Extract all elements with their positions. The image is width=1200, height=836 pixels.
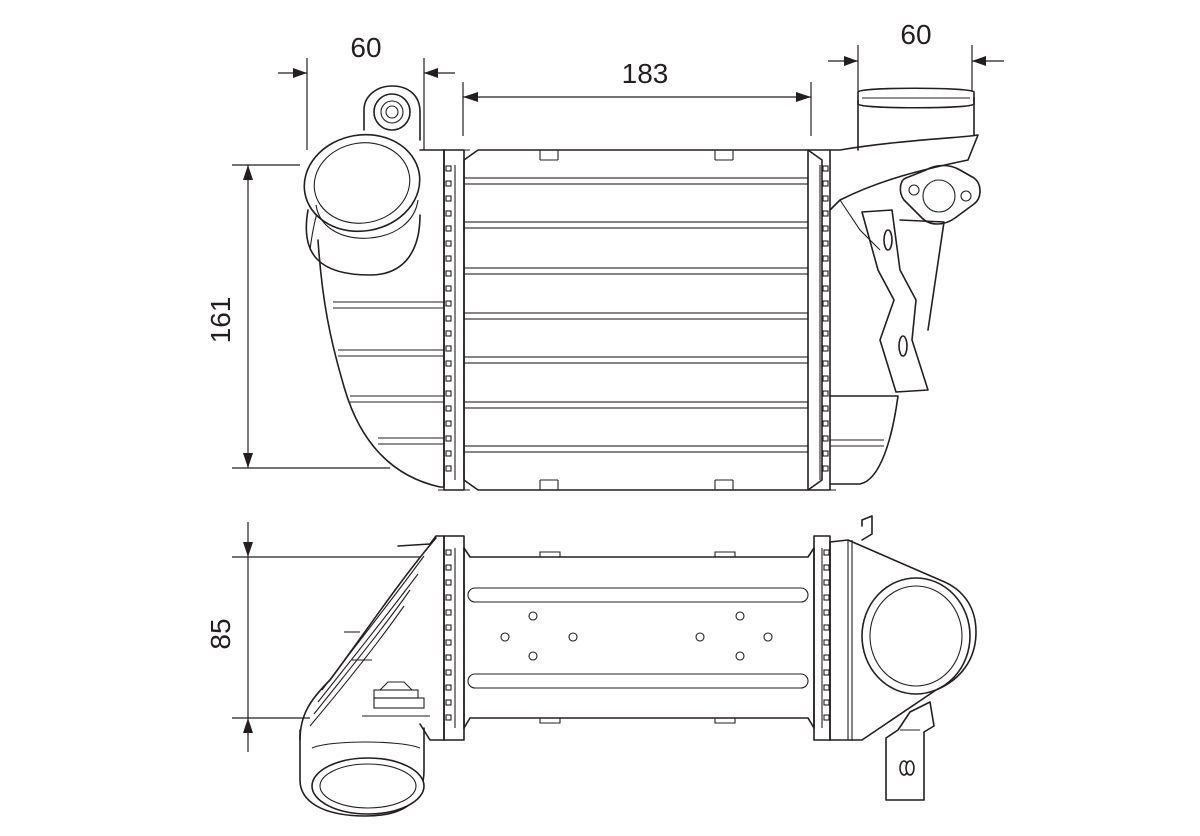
plate-notch <box>822 405 829 412</box>
plate-notch <box>823 714 830 721</box>
plate-notch <box>445 225 452 232</box>
plate-notch <box>445 714 452 721</box>
dimension-label-height: 161 <box>205 297 236 344</box>
right-outlet-tank <box>829 134 979 485</box>
left-inlet-tank <box>309 149 445 488</box>
side-plate-notches <box>445 165 830 721</box>
plate-notch <box>445 435 452 442</box>
dimension-top-right-60: 60 <box>828 19 1004 92</box>
plate-notch <box>445 330 452 337</box>
right-mounting-bracket <box>861 209 945 393</box>
plate-notch <box>445 609 452 616</box>
plate-notch <box>822 240 829 247</box>
plate-notch <box>445 375 452 382</box>
dimension-label-core: 183 <box>622 58 669 89</box>
plate-notch <box>822 375 829 382</box>
plate-notch <box>823 609 830 616</box>
dimension-height-161: 161 <box>205 164 390 469</box>
plate-notch <box>445 300 452 307</box>
plate-notch <box>445 405 452 412</box>
plate-notch <box>445 639 452 646</box>
outlet-flange <box>899 164 981 225</box>
plate-notch <box>445 684 452 691</box>
dimension-label-top-left: 60 <box>350 32 381 63</box>
plate-notch <box>445 549 452 556</box>
dimension-label-depth: 85 <box>205 618 236 649</box>
plate-notch <box>445 165 452 172</box>
plate-notch <box>445 420 452 427</box>
plate-notch <box>822 360 829 367</box>
plate-notch <box>822 435 829 442</box>
plate-notch <box>445 390 452 397</box>
plate-notch <box>445 195 452 202</box>
plate-notch <box>823 699 830 706</box>
left-side-plate <box>438 149 470 491</box>
plate-notch <box>822 270 829 277</box>
plate-notch <box>822 195 829 202</box>
left-mounting-boss <box>363 85 421 141</box>
plate-notch <box>445 285 452 292</box>
plate-notch <box>823 639 830 646</box>
plate-notch <box>823 579 830 586</box>
bottom-view <box>299 515 977 817</box>
plate-notch <box>822 180 829 187</box>
plate-notch <box>822 345 829 352</box>
dimension-top-left-60: 60 <box>278 32 455 150</box>
dimension-label-top-right: 60 <box>900 19 931 50</box>
plate-notch <box>445 210 452 217</box>
dimension-depth-85: 85 <box>205 522 420 752</box>
plate-notch <box>822 315 829 322</box>
top-view <box>303 85 981 491</box>
cooler-core-bottom <box>463 547 815 729</box>
plate-notch <box>445 654 452 661</box>
bottom-left-pipe <box>299 727 425 817</box>
plate-notch <box>445 594 452 601</box>
cooler-core-top <box>463 149 823 491</box>
plate-notch <box>822 210 829 217</box>
right-side-plate <box>802 149 836 491</box>
right-outlet-pipe <box>857 87 975 151</box>
plate-notch <box>445 255 452 262</box>
bottom-right-bracket <box>885 701 935 801</box>
plate-notch <box>445 579 452 586</box>
plate-notch <box>445 564 452 571</box>
plate-notch <box>823 594 830 601</box>
bottom-left-tank <box>299 535 445 741</box>
plate-notch <box>445 669 452 676</box>
plate-notch <box>822 450 829 457</box>
plate-notch <box>822 255 829 262</box>
plate-notch <box>822 165 829 172</box>
plate-notch <box>822 225 829 232</box>
plate-notch <box>823 549 830 556</box>
bottom-left-plate <box>443 535 465 741</box>
plate-notch <box>445 270 452 277</box>
plate-notch <box>822 285 829 292</box>
plate-notch <box>822 465 829 472</box>
plate-notch <box>822 330 829 337</box>
plate-notch <box>445 699 452 706</box>
plate-notch <box>445 180 452 187</box>
plate-notch <box>445 360 452 367</box>
plate-notch <box>823 684 830 691</box>
plate-notch <box>822 300 829 307</box>
plate-notch <box>445 450 452 457</box>
plate-notch <box>445 240 452 247</box>
bottom-right-plate <box>813 535 831 741</box>
plate-notch <box>445 465 452 472</box>
bottom-right-tank <box>829 515 977 741</box>
plate-notch <box>445 624 452 631</box>
plate-notch <box>822 420 829 427</box>
plate-notch <box>823 624 830 631</box>
plate-notch <box>445 345 452 352</box>
left-inlet-pipe <box>303 133 421 276</box>
plate-notch <box>822 390 829 397</box>
plate-notch <box>445 315 452 322</box>
plate-notch <box>823 564 830 571</box>
dimension-core-183: 183 <box>462 58 812 136</box>
plate-notch <box>823 654 830 661</box>
plate-notch <box>823 669 830 676</box>
